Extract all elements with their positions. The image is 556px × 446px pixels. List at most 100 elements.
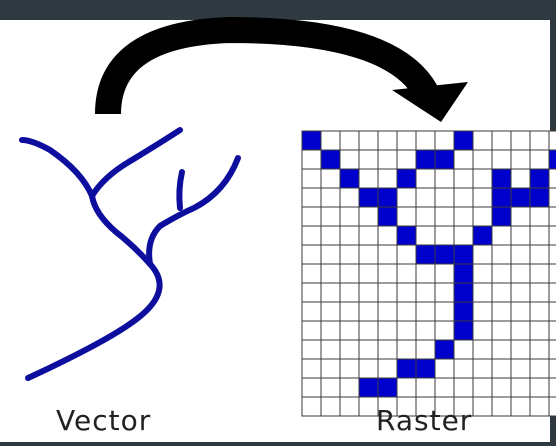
raster-cell-empty [548,187,556,208]
raster-cell-empty [453,225,474,246]
raster-cell-filled [396,358,417,379]
raster-cell-empty [377,320,398,341]
raster-cell-empty [377,168,398,189]
raster-cell-filled [472,225,493,246]
raster-cell-empty [472,377,493,398]
raster-cell-empty [339,130,360,151]
raster-cell-empty [320,396,341,417]
raster-cell-filled [320,149,341,170]
raster-cell-empty [301,282,322,303]
raster-cell-empty [434,263,455,284]
raster-cell-empty [434,206,455,227]
raster-cell-empty [434,301,455,322]
raster-cell-empty [472,149,493,170]
raster-cell-empty [472,339,493,360]
raster-cell-empty [358,149,379,170]
raster-cell-empty [472,320,493,341]
raster-cell-filled [434,149,455,170]
raster-cell-filled [358,187,379,208]
raster-cell-empty [453,339,474,360]
raster-cell-empty [301,244,322,265]
raster-cell-filled [415,358,436,379]
raster-cell-empty [301,396,322,417]
raster-cell-empty [358,244,379,265]
raster-cell-empty [320,358,341,379]
raster-cell-empty [453,168,474,189]
raster-cell-empty [548,377,556,398]
raster-cell-filled [434,339,455,360]
raster-cell-empty [529,339,550,360]
raster-cell-empty [491,130,512,151]
raster-cell-empty [415,339,436,360]
raster-cell-empty [510,263,531,284]
raster-cell-empty [358,130,379,151]
raster-cell-empty [491,263,512,284]
vector-branch-right [146,155,241,267]
raster-cell-empty [415,377,436,398]
raster-cell-empty [377,339,398,360]
raster-cell-empty [301,320,322,341]
raster-cell-empty [548,396,556,417]
raster-cell-empty [529,377,550,398]
raster-cell-empty [358,320,379,341]
raster-cell-filled [301,130,322,151]
raster-cell-empty [320,377,341,398]
raster-cell-empty [415,206,436,227]
vector-branch-small [176,169,185,211]
raster-cell-empty [339,263,360,284]
raster-cell-empty [491,282,512,303]
raster-cell-empty [491,339,512,360]
raster-cell-filled [358,377,379,398]
raster-cell-empty [529,206,550,227]
raster-cell-empty [301,206,322,227]
raster-cell-filled [453,282,474,303]
raster-cell-empty [339,149,360,170]
raster-cell-empty [529,225,550,246]
raster-cell-empty [510,206,531,227]
raster-cell-filled [529,187,550,208]
raster-cell-empty [320,130,341,151]
raster-cell-empty [472,358,493,379]
conversion-arrow [95,16,468,122]
raster-cell-empty [320,168,341,189]
raster-cell-empty [320,206,341,227]
raster-cell-empty [453,206,474,227]
raster-cell-filled [377,187,398,208]
raster-cell-filled [453,263,474,284]
raster-cell-empty [548,244,556,265]
raster-cell-filled [491,187,512,208]
raster-cell-empty [548,168,556,189]
raster-cell-empty [339,358,360,379]
raster-cell-empty [453,187,474,208]
raster-cell-empty [510,225,531,246]
raster-cell-empty [529,320,550,341]
raster-cell-filled [453,130,474,151]
raster-cell-empty [320,320,341,341]
raster-cell-filled [377,377,398,398]
raster-cell-empty [491,149,512,170]
raster-cell-empty [301,187,322,208]
raster-cell-empty [358,225,379,246]
raster-cell-empty [339,396,360,417]
raster-cell-filled [396,225,417,246]
raster-cell-empty [510,168,531,189]
raster-cell-empty [529,149,550,170]
raster-cell-empty [453,377,474,398]
raster-cell-empty [453,358,474,379]
raster-cell-empty [358,301,379,322]
raster-cell-empty [339,339,360,360]
raster-cell-empty [396,149,417,170]
raster-cell-empty [548,206,556,227]
raster-grid [301,130,556,417]
raster-cell-empty [301,301,322,322]
raster-cell-empty [510,320,531,341]
raster-cell-filled [434,244,455,265]
raster-cell-empty [320,263,341,284]
raster-cell-empty [510,149,531,170]
raster-cell-empty [548,339,556,360]
raster-cell-empty [472,282,493,303]
raster-cell-empty [320,225,341,246]
raster-cell-empty [434,377,455,398]
raster-cell-empty [415,263,436,284]
